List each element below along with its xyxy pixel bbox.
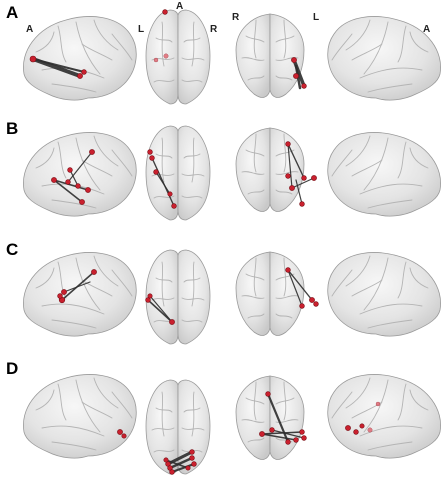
row-b	[22, 125, 442, 221]
row-c-coronal-brain	[235, 251, 319, 336]
row-label-c: C	[6, 240, 18, 259]
row-c-left-lateral-brain	[22, 252, 137, 337]
orientation-right-lateral: A	[423, 24, 430, 35]
row-c-axial-brain	[145, 249, 211, 345]
row-d-left-lateral-brain	[22, 374, 137, 459]
row-d-right-lateral-brain	[327, 374, 442, 459]
row-c	[22, 249, 442, 345]
row-b-coronal-brain	[235, 127, 317, 212]
row-d-coronal-brain	[235, 375, 307, 460]
orientation-axial-anterior: A	[176, 1, 183, 12]
row-a	[22, 9, 442, 105]
orientation-coronal-right: R	[232, 12, 240, 23]
row-d-axial-brain	[145, 379, 211, 475]
orientation-axial-left: L	[138, 24, 144, 35]
orientation-axial-right: R	[210, 24, 218, 35]
row-a-coronal-brain	[235, 13, 307, 98]
orientation-left-lateral: A	[26, 24, 33, 35]
orientation-coronal-left: L	[313, 12, 319, 23]
row-label-d: D	[6, 359, 18, 378]
row-a-axial-brain	[145, 9, 211, 105]
row-a-left-lateral-brain	[22, 16, 137, 101]
row-label-a: A	[6, 3, 18, 22]
row-b-axial-brain	[145, 125, 211, 221]
row-b-right-lateral-brain	[327, 132, 442, 217]
row-label-b: B	[6, 119, 18, 138]
row-d	[22, 374, 442, 475]
row-c-right-lateral-brain	[327, 252, 442, 337]
row-b-left-lateral-brain	[22, 132, 137, 217]
